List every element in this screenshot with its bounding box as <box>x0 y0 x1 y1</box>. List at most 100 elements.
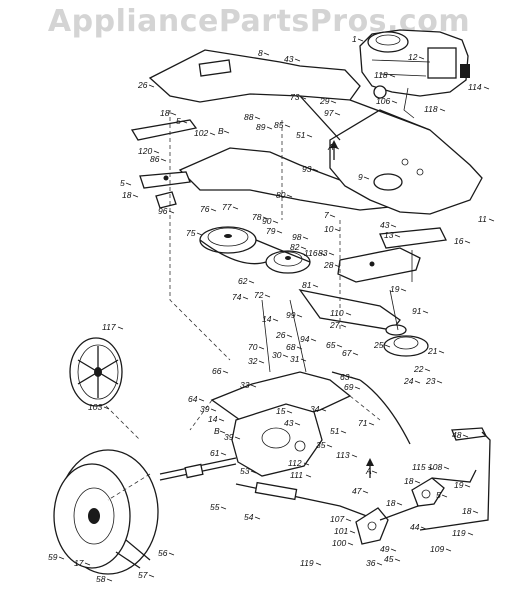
leader-line <box>394 234 401 238</box>
leader-line <box>125 182 132 186</box>
leader-line <box>462 434 469 438</box>
leader-line <box>250 470 257 474</box>
leader-line <box>319 252 326 256</box>
leader-line <box>464 240 471 244</box>
leader-line <box>170 112 177 116</box>
leader-line <box>363 176 370 180</box>
part-label-p8: 8 <box>258 48 263 58</box>
part-label-p47: 47 <box>352 486 362 496</box>
leader-line <box>294 422 301 426</box>
part-label-p91: 91 <box>412 306 422 316</box>
part-label-p115: 115 <box>412 462 426 472</box>
part-label-p39b: 39 <box>224 432 234 442</box>
leader-line <box>439 108 446 112</box>
part-label-p107: 107 <box>330 514 344 524</box>
part-label-p71: 71 <box>358 418 368 428</box>
part-label-p18d: 18 <box>462 506 472 516</box>
leader-line <box>334 228 341 232</box>
part-label-p49: 49 <box>380 544 390 554</box>
part-label-p93: 93 <box>302 164 312 174</box>
leader-line <box>347 542 354 546</box>
leader-line <box>336 344 343 348</box>
part-label-p48: 48 <box>452 430 462 440</box>
part-label-p56: 56 <box>158 548 168 558</box>
leader-line <box>472 510 479 514</box>
part-label-p51: 51 <box>296 130 306 140</box>
leader-line <box>422 310 429 314</box>
part-label-p18b: 18 <box>122 190 132 200</box>
part-label-p98: 98 <box>292 232 302 242</box>
leader-line <box>414 480 421 484</box>
part-label-p43c: 43 <box>284 418 294 428</box>
part-label-p16: 16 <box>454 236 464 246</box>
part-label-p45: 45 <box>384 554 394 564</box>
leader-line <box>254 116 261 120</box>
leader-line <box>272 220 279 224</box>
leader-line <box>296 314 303 318</box>
leader-line <box>181 120 188 124</box>
leader-line <box>349 530 356 534</box>
part-label-p9: 9 <box>358 172 363 182</box>
leader-line <box>284 124 291 128</box>
part-label-p34: 34 <box>310 404 320 414</box>
part-label-p44: 44 <box>410 522 420 532</box>
part-label-p59: 59 <box>48 552 58 562</box>
part-label-p43b: 43 <box>380 220 390 230</box>
leader-line <box>160 158 167 162</box>
part-label-p27: 27 <box>329 320 340 330</box>
part-label-p57: 57 <box>138 570 148 580</box>
leader-line <box>400 288 407 292</box>
leader-line <box>389 74 396 78</box>
part-label-p116: 116 <box>304 248 318 258</box>
part-label-p33: 33 <box>240 380 250 390</box>
leader-line <box>262 216 269 220</box>
part-label-p24: 24 <box>403 376 414 386</box>
assembly-lines <box>105 110 381 501</box>
part-label-p5a: 5 <box>176 116 181 126</box>
leader-line <box>326 444 333 448</box>
leader-line <box>418 56 425 60</box>
part-label-p70: 70 <box>248 342 258 352</box>
leader-line <box>254 516 261 520</box>
leader-line <box>117 326 124 330</box>
leader-line <box>300 246 307 250</box>
part-label-p5b: 5 <box>120 178 125 188</box>
part-label-p18c: 18 <box>404 476 414 486</box>
main-frame <box>148 49 483 215</box>
part-label-pBa: B <box>218 126 224 136</box>
part-label-p22: 22 <box>413 364 424 374</box>
part-label-p88: 88 <box>244 112 254 122</box>
part-label-p36: 36 <box>366 558 376 568</box>
leader-line <box>198 398 205 402</box>
part-label-p55: 55 <box>210 502 220 512</box>
part-label-p85: 85 <box>274 120 284 130</box>
part-label-pBb: B <box>214 426 220 436</box>
part-label-p25: 25 <box>373 340 384 350</box>
part-label-p67: 67 <box>342 348 352 358</box>
leader-line <box>391 100 398 104</box>
leader-line <box>329 214 336 218</box>
leader-line <box>258 360 265 364</box>
part-label-p78: 78 <box>252 212 262 222</box>
leader-line <box>148 84 155 88</box>
part-label-p65: 65 <box>326 340 336 350</box>
leader-line <box>153 150 160 154</box>
part-label-p108: 108 <box>428 462 442 472</box>
part-label-p117: 117 <box>102 322 116 332</box>
leader-line <box>310 338 317 342</box>
part-label-p1: 1 <box>352 34 357 44</box>
part-label-p7: 7 <box>324 210 329 220</box>
part-label-p96: 96 <box>158 206 168 216</box>
leader-line <box>132 194 139 198</box>
leader-line <box>424 368 431 372</box>
leader-line <box>148 574 155 578</box>
leader-line <box>232 206 239 210</box>
part-label-p79: 79 <box>266 226 276 236</box>
part-label-p81: 81 <box>302 280 312 290</box>
leader-line <box>210 208 217 212</box>
part-label-p86: 86 <box>150 154 160 164</box>
leader-line <box>272 318 279 322</box>
leader-line <box>294 58 301 62</box>
part-label-p14a: 14 <box>262 314 272 324</box>
